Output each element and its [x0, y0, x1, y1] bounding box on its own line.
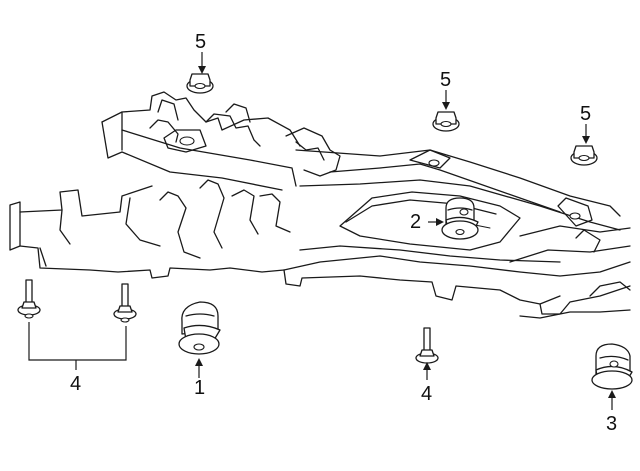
callout-5-right: 5 — [580, 103, 591, 125]
bolt-left-a[interactable] — [17, 279, 41, 319]
body-mount-2[interactable] — [428, 197, 479, 240]
callout-2: 2 — [410, 211, 421, 233]
flange-nut-top[interactable] — [186, 52, 214, 94]
callout-3: 3 — [606, 413, 617, 435]
callout-4-right: 4 — [421, 383, 432, 405]
flange-nut-middle[interactable] — [432, 90, 460, 132]
callout-5-top: 5 — [195, 31, 206, 53]
flange-nut-right[interactable] — [570, 124, 598, 166]
vehicle-frame — [9, 91, 631, 319]
body-mount-3[interactable] — [591, 343, 633, 410]
bolt-left-b[interactable] — [113, 283, 137, 323]
bolt-right[interactable] — [415, 327, 439, 380]
body-mount-1[interactable] — [178, 301, 221, 378]
callout-4-left: 4 — [70, 373, 81, 395]
callout-bracket-4 — [28, 322, 127, 370]
callout-5-middle: 5 — [440, 69, 451, 91]
callout-1: 1 — [194, 377, 205, 399]
